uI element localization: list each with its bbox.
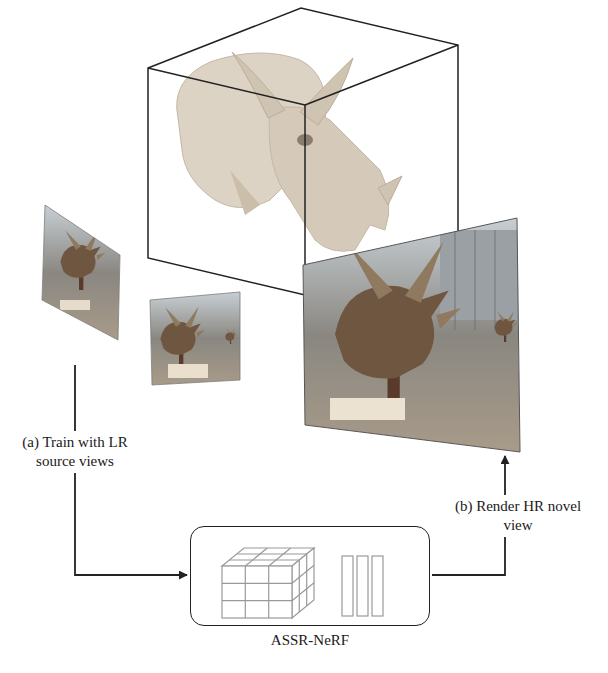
model-box: ASSR-NeRF (190, 526, 430, 626)
step-label: (b) Render HR novel view (442, 495, 594, 537)
lr-source-view (42, 205, 120, 340)
model-icon (222, 548, 383, 618)
skull-model (177, 52, 402, 251)
lr-source-view (150, 292, 240, 385)
step-label: (a) Train with LR source views (9, 431, 141, 473)
model-name: ASSR-NeRF (161, 631, 459, 649)
hr-novel-view (303, 218, 520, 452)
